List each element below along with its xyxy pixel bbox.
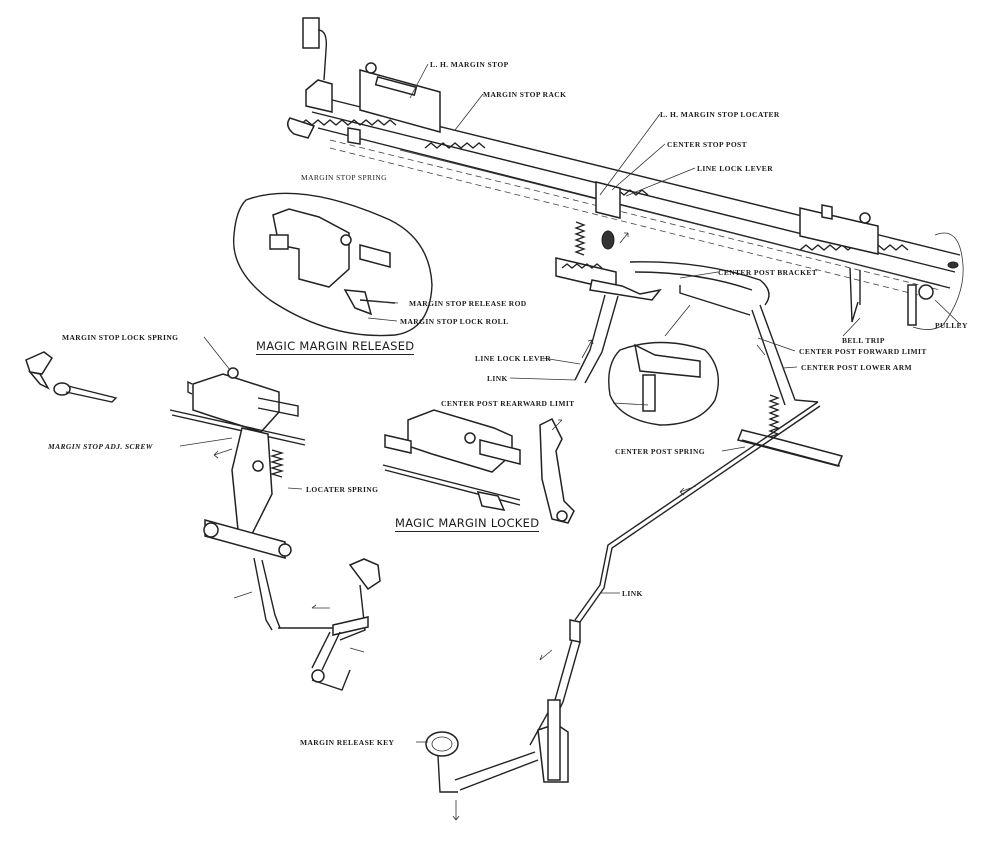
label-margin-release-key: MARGIN RELEASE KEY: [300, 738, 395, 747]
label-margin-stop-adj-screw: MARGIN STOP ADJ. SCREW: [48, 442, 153, 451]
locked-assembly: [382, 409, 575, 524]
label-bell-trip: BELL TRIP: [842, 336, 885, 345]
label-pulley: PULLEY: [935, 321, 968, 330]
label-center-stop-post: CENTER STOP POST: [667, 140, 748, 149]
label-center-post-forward-limit: CENTER POST FORWARD LIMIT: [799, 347, 927, 356]
label-margin-stop-spring: MARGIN STOP SPRING: [301, 173, 387, 182]
label-locater-spring: LOCATER SPRING: [306, 485, 379, 494]
caption-magic-margin-locked: MAGIC MARGIN LOCKED: [395, 516, 540, 532]
label-line-lock-lever-mid: LINE LOCK LEVER: [475, 354, 552, 363]
caption-magic-margin-released: MAGIC MARGIN RELEASED: [256, 339, 415, 355]
released-inset: [232, 192, 433, 337]
label-center-post-lower-arm: CENTER POST LOWER ARM: [801, 363, 912, 372]
label-lh-margin-stop-locater: L. H. MARGIN STOP LOCATER: [660, 110, 780, 119]
label-center-post-bracket: CENTER POST BRACKET: [718, 268, 818, 277]
link-and-key: [425, 394, 844, 793]
label-link-mid: LINK: [487, 374, 508, 383]
label-margin-stop-release-rod: MARGIN STOP RELEASE ROD: [409, 299, 527, 308]
label-margin-stop-rack: MARGIN STOP RACK: [483, 90, 567, 99]
rearward-limit-inset: [608, 304, 719, 426]
label-center-post-spring: CENTER POST SPRING: [615, 447, 705, 456]
motion-arrows: [213, 232, 766, 821]
leader-lines: [179, 63, 962, 743]
label-lh-margin-stop: L. H. MARGIN STOP: [430, 60, 509, 69]
label-margin-stop-lock-spring: MARGIN STOP LOCK SPRING: [62, 333, 179, 342]
lock-spring-part: [25, 351, 118, 403]
label-margin-stop-lock-roll: MARGIN STOP LOCK ROLL: [400, 317, 509, 326]
label-link-lower: LINK: [622, 589, 643, 598]
label-line-lock-lever-top: LINE LOCK LEVER: [697, 164, 774, 173]
label-center-post-rearward-limit: CENTER POST REARWARD LIMIT: [441, 399, 575, 408]
margin-stop-rack-assembly: [287, 17, 964, 406]
locater-assembly: [169, 367, 381, 691]
